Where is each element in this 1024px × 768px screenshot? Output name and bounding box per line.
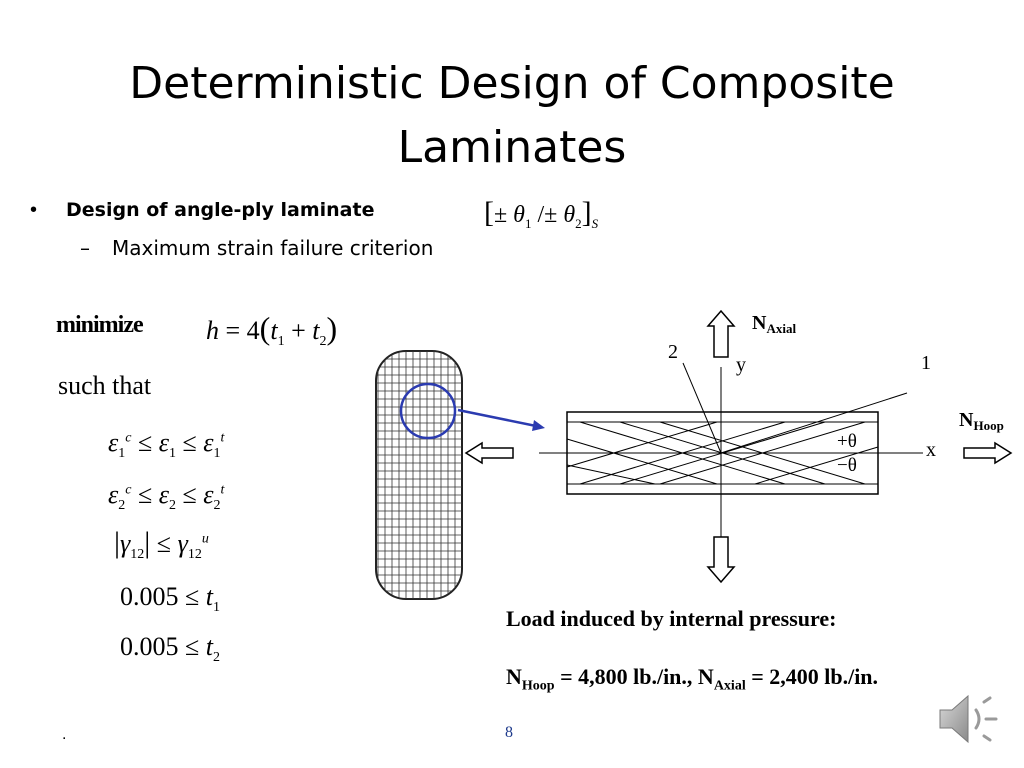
- minus-theta-label: −θ: [837, 455, 857, 476]
- objective-function: h = 4(t1 + t2): [206, 310, 338, 350]
- axis-1-label: 1: [921, 352, 931, 374]
- constraint-t1: 0.005 ≤ t1: [120, 582, 221, 616]
- pressure-vessel-illustration: [375, 350, 463, 600]
- constraint-gamma: |γ12| ≤ γ12u: [114, 526, 209, 563]
- title-line-2: Laminates: [397, 122, 627, 173]
- bullet-marker: •: [30, 199, 38, 221]
- such-that-label: such that: [58, 371, 152, 400]
- title-line-1: Deterministic Design of Composite: [129, 58, 895, 109]
- slide-title: Deterministic Design of Composite Lamina…: [0, 52, 1024, 180]
- constraint-t2: 0.005 ≤ t2: [120, 632, 221, 666]
- axial-down-arrow: [706, 536, 736, 584]
- callout-circle: [399, 382, 457, 440]
- axis-2-label: 2: [668, 341, 678, 363]
- constraint-epsilon-2: ε2c ≤ ε2 ≤ ε2t: [108, 480, 225, 514]
- layup-notation: [± θ1 /± θ2]S: [484, 196, 599, 231]
- speaker-icon[interactable]: [936, 688, 1008, 750]
- n-axial-label: NAxial: [752, 312, 796, 336]
- plus-theta-label: +θ: [837, 431, 857, 452]
- constraint-epsilon-1: ε1c ≤ ε1 ≤ ε1t: [108, 428, 225, 462]
- axial-up-arrow: [706, 309, 736, 358]
- hoop-left-arrow: [464, 441, 514, 465]
- sub-bullet-marker: –: [80, 236, 90, 260]
- load-title: Load induced by internal pressure:: [506, 606, 837, 631]
- minimize-label: minimize: [56, 312, 144, 338]
- axis-y-label: y: [736, 354, 746, 376]
- page-number: 8: [505, 724, 513, 741]
- footer-mark: .: [62, 726, 67, 743]
- n-hoop-label: NHoop: [959, 409, 1004, 433]
- hoop-right-arrow: [963, 441, 1013, 465]
- axis-x-label: x: [926, 439, 936, 461]
- laminate-diagram: 2 y 1 x +θ −θ NAxial NHoop: [457, 309, 1013, 584]
- load-values: NHoop = 4,800 lb./in., NAxial = 2,400 lb…: [506, 664, 879, 694]
- sub-bullet-text: Maximum strain failure criterion: [112, 236, 434, 260]
- bullet-text: Design of angle-ply laminate: [66, 199, 375, 221]
